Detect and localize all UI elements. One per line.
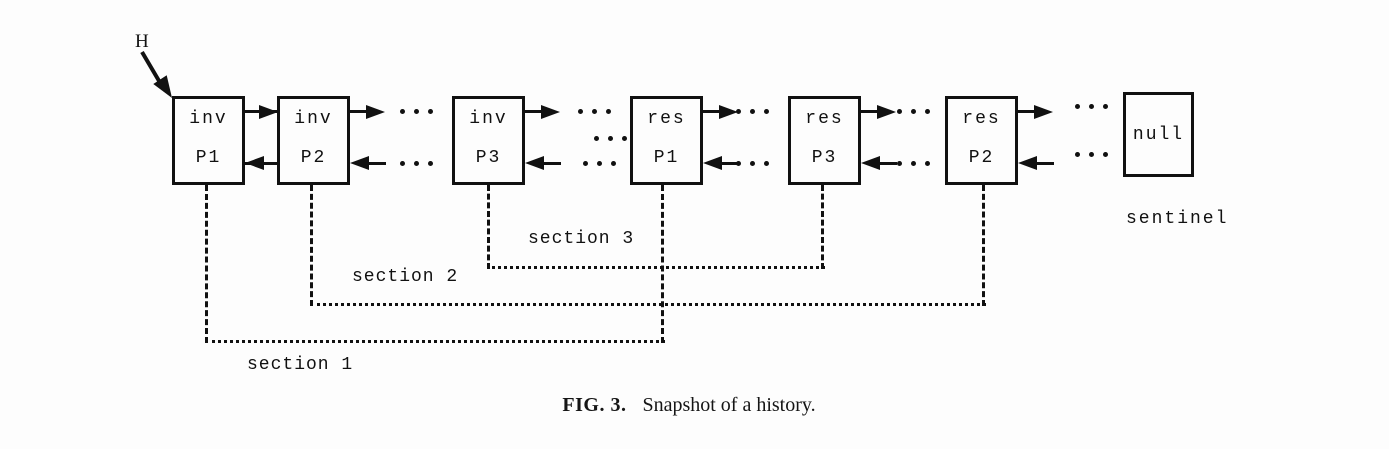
forward-pointer-line	[350, 110, 368, 113]
ellipsis-dots	[578, 109, 611, 114]
backward-arrowhead-icon	[350, 156, 369, 170]
section-1-horizontal-line	[205, 340, 665, 343]
head-pointer-label: H	[135, 31, 149, 52]
ellipsis-dots	[594, 136, 627, 141]
section-3-horizontal-line	[487, 266, 825, 269]
figure-caption: FIG. 3. Snapshot of a history.	[0, 394, 1378, 417]
forward-arrowhead-icon	[541, 105, 560, 119]
backward-arrowhead-icon	[861, 156, 880, 170]
backward-arrowhead-icon	[245, 156, 264, 170]
node-inv-p1: inv P1	[172, 96, 245, 185]
forward-pointer-line	[1018, 110, 1036, 113]
section-1-vertical-line-res-p1	[661, 185, 664, 343]
forward-pointer-line	[861, 110, 879, 113]
forward-arrowhead-icon	[719, 105, 738, 119]
node-null-sentinel: null	[1123, 92, 1194, 177]
node-op-label: inv	[189, 109, 228, 129]
forward-pointer-line	[703, 110, 721, 113]
node-op-label: res	[962, 109, 1001, 129]
ellipsis-dots	[400, 109, 433, 114]
node-res-p3: res P3	[788, 96, 861, 185]
backward-pointer-line	[721, 162, 739, 165]
backward-pointer-line	[543, 162, 561, 165]
forward-arrowhead-icon	[877, 105, 896, 119]
ellipsis-dots	[583, 161, 616, 166]
node-proc-label: P3	[811, 148, 838, 168]
head-pointer-arrow-icon	[140, 50, 172, 98]
backward-pointer-line	[879, 162, 897, 165]
backward-arrowhead-icon	[703, 156, 722, 170]
node-op-label: res	[805, 109, 844, 129]
section-1-label: section 1	[247, 355, 354, 375]
ellipsis-dots	[736, 161, 769, 166]
backward-arrowhead-icon	[1018, 156, 1037, 170]
forward-arrowhead-icon	[1034, 105, 1053, 119]
node-proc-label: P3	[475, 148, 502, 168]
node-res-p2: res P2	[945, 96, 1018, 185]
section-3-label: section 3	[528, 229, 635, 249]
ellipsis-dots	[1075, 104, 1108, 109]
section-2-vertical-line-res-p2	[982, 185, 985, 306]
node-proc-label: P1	[195, 148, 222, 168]
section-2-horizontal-line	[310, 303, 986, 306]
ellipsis-dots	[736, 109, 769, 114]
section-2-label: section 2	[352, 267, 459, 287]
ellipsis-dots	[1075, 152, 1108, 157]
node-op-label: inv	[469, 109, 508, 129]
node-op-label: null	[1132, 124, 1185, 145]
section-3-vertical-line-inv-p3	[487, 185, 490, 269]
ellipsis-dots	[897, 161, 930, 166]
figure-caption-tag: FIG. 3.	[562, 394, 627, 416]
section-1-vertical-line-inv-p1	[205, 185, 208, 343]
backward-pointer-line	[368, 162, 386, 165]
forward-pointer-line	[525, 110, 543, 113]
node-proc-label: P1	[653, 148, 680, 168]
forward-arrowhead-icon	[366, 105, 385, 119]
ellipsis-dots	[897, 109, 930, 114]
node-proc-label: P2	[300, 148, 327, 168]
node-inv-p2: inv P2	[277, 96, 350, 185]
node-op-label: inv	[294, 109, 333, 129]
node-proc-label: P2	[968, 148, 995, 168]
node-res-p1: res P1	[630, 96, 703, 185]
node-inv-p3: inv P3	[452, 96, 525, 185]
section-3-vertical-line-res-p3	[821, 185, 824, 269]
figure-caption-text: Snapshot of a history.	[642, 394, 816, 416]
section-2-vertical-line-inv-p2	[310, 185, 313, 306]
ellipsis-dots	[400, 161, 433, 166]
forward-arrowhead-icon	[259, 105, 278, 119]
sentinel-label: sentinel	[1126, 209, 1229, 229]
node-op-label: res	[647, 109, 686, 129]
backward-pointer-line	[1036, 162, 1054, 165]
backward-arrowhead-icon	[525, 156, 544, 170]
